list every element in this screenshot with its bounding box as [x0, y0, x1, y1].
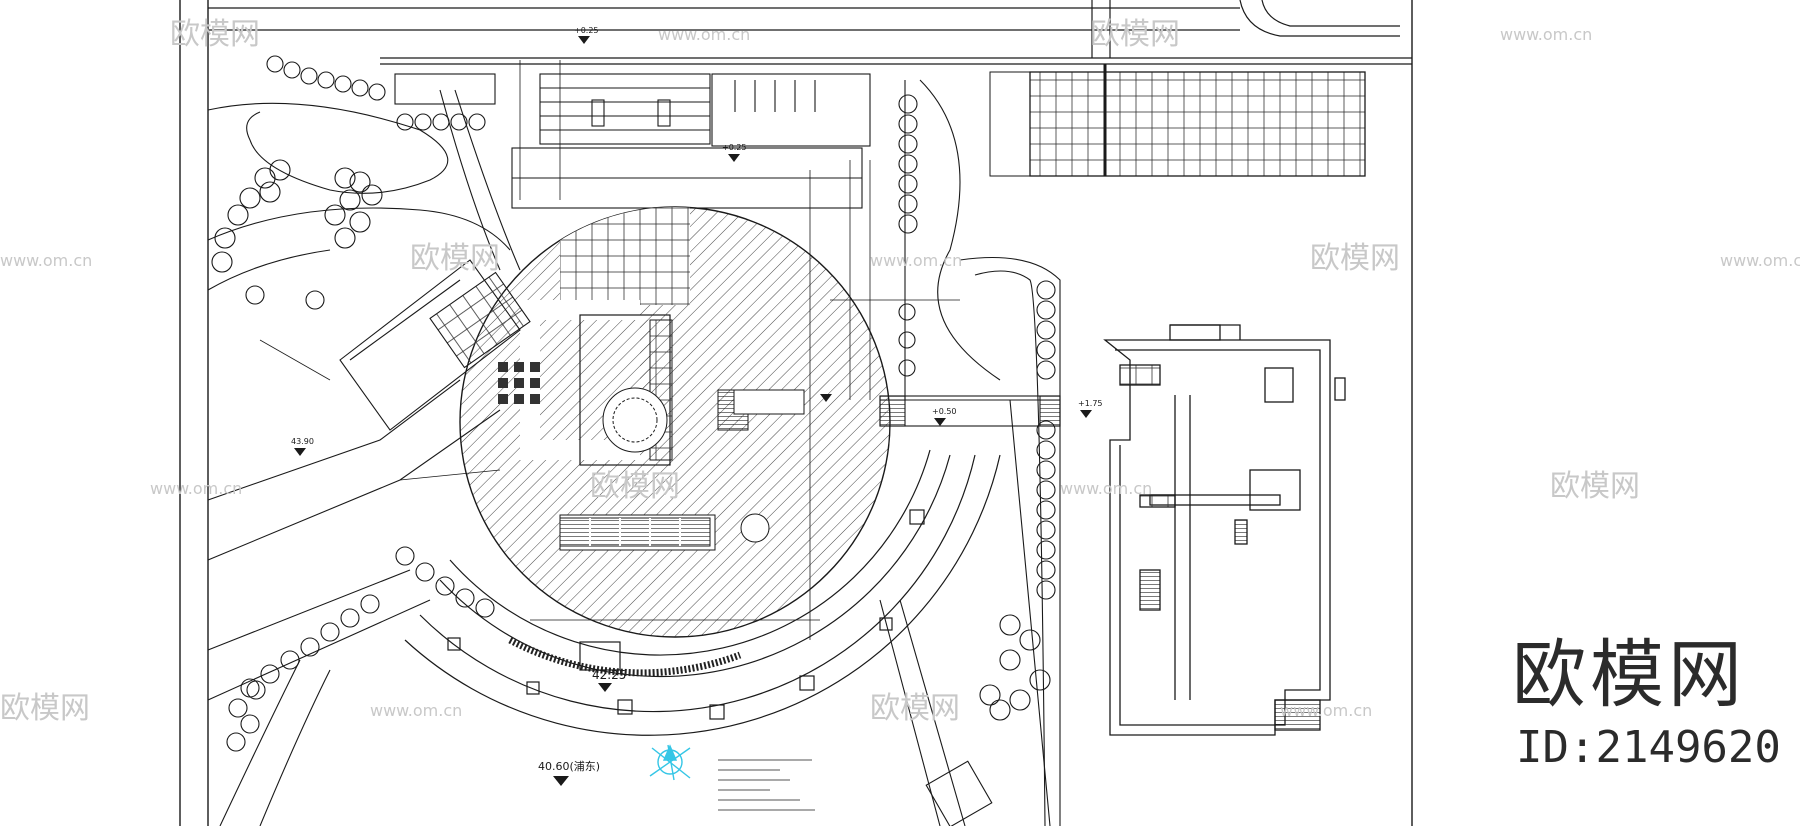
watermark-brand: 欧模网	[170, 17, 260, 52]
north-arrow-icon	[649, 744, 691, 781]
grid-plaza-north-east	[989, 64, 1366, 177]
watermark-url: www.om.cn	[870, 251, 962, 270]
tree-row-north	[266, 55, 486, 131]
drawing-frame	[179, 0, 1413, 826]
watermark-url: www.om.cn	[1500, 25, 1592, 44]
elevation-label-east: +1.75	[1078, 399, 1103, 408]
model-id-label: ID:2149620	[1516, 722, 1781, 773]
watermark-layer: 欧模网 欧模网 欧模网 欧模网 欧模网 欧模网 欧模网 欧模网 www.om.c…	[0, 17, 1800, 726]
watermark-brand: 欧模网	[870, 691, 960, 726]
watermark-brand: 欧模网	[1550, 469, 1640, 504]
watermark-url: www.om.cn	[0, 251, 92, 270]
watermark-url: www.om.cn	[1280, 701, 1372, 720]
elevation-label-south: 40.60(浦东)	[538, 760, 600, 773]
watermark-brand: 欧模网	[410, 241, 500, 276]
west-organic-garden	[207, 89, 521, 310]
watermark-brand: 欧模网	[1310, 241, 1400, 276]
plaza-ring	[404, 449, 1001, 736]
watermark-url: www.om.cn	[1720, 251, 1800, 270]
watermark-url: www.om.cn	[370, 701, 462, 720]
elevation-label-west: 43.90	[291, 437, 314, 446]
dimension-lines	[259, 60, 960, 640]
elevation-markers: 42.25 40.60(浦东) 43.90 +1.75 +0.50 +0.25 …	[291, 26, 1103, 786]
watermark-brand: 欧模网	[1090, 17, 1180, 52]
elevation-label-core: +0.25	[722, 143, 747, 152]
elevation-label-bridge: +0.50	[932, 407, 957, 416]
watermark-brand: 欧模网	[590, 469, 680, 504]
brand-logo-text: 欧模网	[1512, 632, 1746, 718]
watermark-url: www.om.cn	[1060, 479, 1152, 498]
watermark-brand: 欧模网	[0, 691, 90, 726]
drawing-notes	[718, 759, 815, 811]
elevation-label-plaza: 42.25	[592, 668, 626, 682]
watermark-url: www.om.cn	[658, 25, 750, 44]
circular-building-footprint	[459, 206, 891, 638]
north-garden-strip	[394, 73, 871, 209]
east-building	[1103, 324, 1346, 736]
south-west-path	[219, 599, 993, 828]
road-lines-north	[208, 0, 1412, 65]
west-diagonal-entrance	[207, 259, 531, 701]
watermark-url: www.om.cn	[150, 479, 242, 498]
east-green-belt	[879, 79, 1061, 827]
elevation-label-north: +0.25	[574, 26, 599, 35]
